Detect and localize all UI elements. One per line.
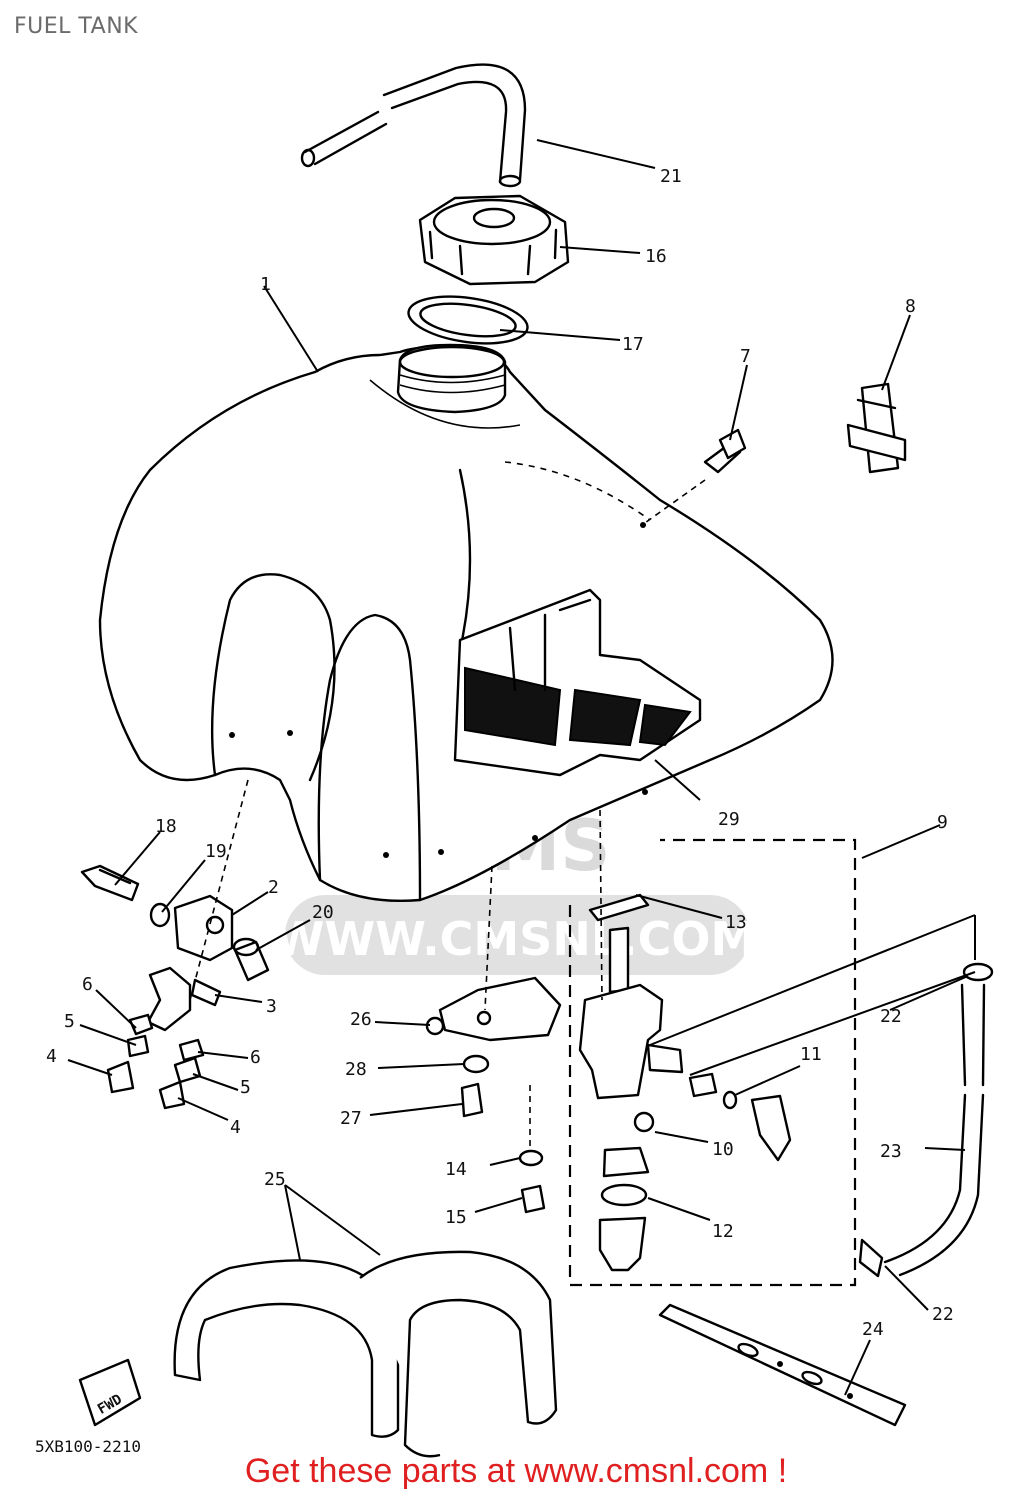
petcock-assembly xyxy=(529,809,857,1287)
cap-gasket xyxy=(407,295,529,345)
tank-protector-pads xyxy=(173,1250,558,1458)
callout-24: 24 xyxy=(862,1319,884,1340)
callout-5b: 5 xyxy=(240,1077,251,1098)
front-mount-hardware xyxy=(80,779,270,1110)
rear-mount-hardware xyxy=(425,865,562,1118)
callout-4b: 4 xyxy=(230,1117,241,1138)
callout-6a: 6 xyxy=(82,974,93,995)
callout-26: 26 xyxy=(350,1009,372,1030)
callout-19: 19 xyxy=(205,841,227,862)
callout-6b: 6 xyxy=(250,1047,261,1068)
emblem-bracket xyxy=(846,382,907,474)
callout-23: 23 xyxy=(880,1141,902,1162)
callout-27: 27 xyxy=(340,1108,362,1129)
callout-labels: 21 16 17 1 7 8 9 29 13 11 10 12 14 15 18… xyxy=(46,166,954,1340)
washer-and-screw xyxy=(518,1149,546,1214)
fuel-tank-body xyxy=(98,343,834,903)
watermark-url: WWW.CMSNL.COM xyxy=(274,912,757,966)
callout-28: 28 xyxy=(345,1059,367,1080)
breather-hose xyxy=(300,63,527,188)
callout-17: 17 xyxy=(622,334,644,355)
callout-8: 8 xyxy=(905,296,916,317)
tank-strap xyxy=(658,1303,907,1427)
callout-7: 7 xyxy=(740,346,751,367)
fwd-tag: FWD xyxy=(78,1358,142,1427)
callout-22a: 22 xyxy=(880,1006,902,1027)
callout-12: 12 xyxy=(712,1221,734,1242)
callout-15: 15 xyxy=(445,1207,467,1228)
callout-11: 11 xyxy=(800,1044,822,1065)
fuel-hose xyxy=(649,914,994,1278)
page-title: FUEL TANK xyxy=(14,14,139,39)
callout-21: 21 xyxy=(660,166,682,187)
callout-1: 1 xyxy=(260,274,271,295)
footer-cta-link[interactable]: Get these parts at www.cmsnl.com ! xyxy=(244,1452,788,1490)
callout-25: 25 xyxy=(264,1169,286,1190)
callout-29: 29 xyxy=(718,809,740,830)
fuel-cap xyxy=(418,194,570,286)
callout-5a: 5 xyxy=(64,1011,75,1032)
bolt-7 xyxy=(641,428,747,526)
callout-9: 9 xyxy=(937,812,948,833)
callout-2: 2 xyxy=(268,877,279,898)
callout-13: 13 xyxy=(725,912,747,933)
callout-18: 18 xyxy=(155,816,177,837)
callout-14: 14 xyxy=(445,1159,467,1180)
diagram-code: 5XB100-2210 xyxy=(35,1437,141,1456)
callout-16: 16 xyxy=(645,246,667,267)
callout-10: 10 xyxy=(712,1139,734,1160)
callout-22b: 22 xyxy=(932,1304,954,1325)
callout-20: 20 xyxy=(312,902,334,923)
leader-lines xyxy=(67,139,969,1396)
callout-3: 3 xyxy=(266,996,277,1017)
callout-4a: 4 xyxy=(46,1046,57,1067)
